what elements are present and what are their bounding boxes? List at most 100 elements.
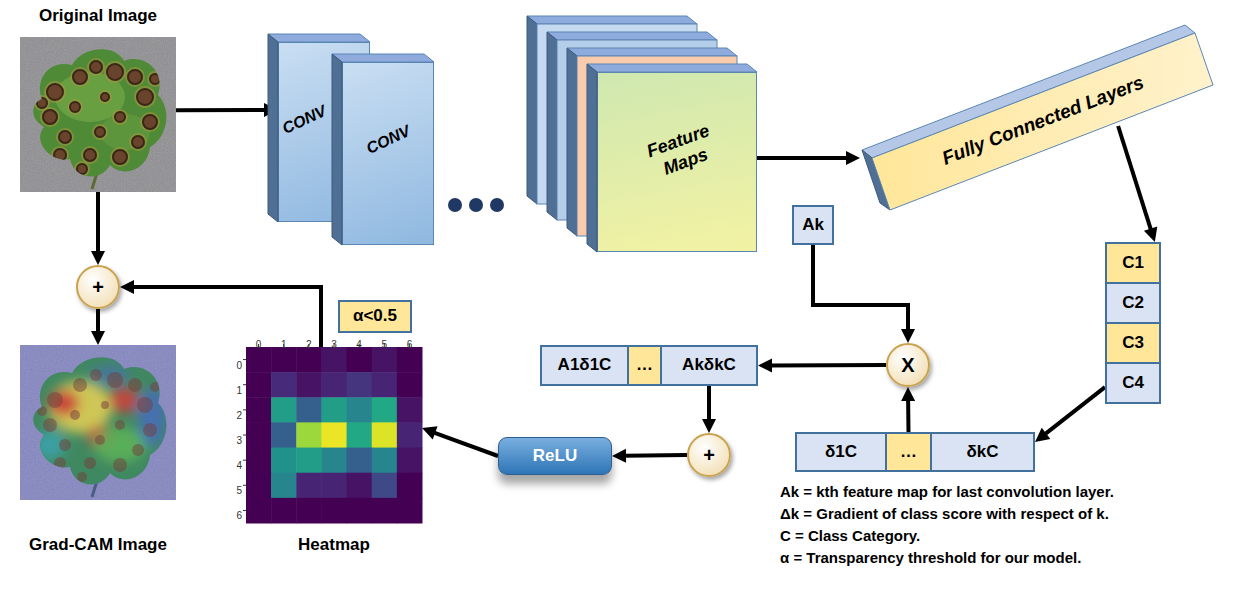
threshold-box: α<0.5 bbox=[338, 300, 412, 333]
note-text: Δk = Gradient of class score with respec… bbox=[780, 505, 1109, 522]
axis-tick: 1 bbox=[281, 339, 287, 350]
heatmap-cell bbox=[296, 448, 322, 474]
flow-arrow bbox=[612, 449, 687, 463]
axis-tick: 6 bbox=[407, 339, 413, 350]
node-label: C4 bbox=[1122, 373, 1144, 393]
heatmap-cell bbox=[271, 347, 297, 373]
heatmap-cell bbox=[397, 422, 423, 448]
heatmap-cell bbox=[397, 372, 423, 398]
tick-mark bbox=[243, 460, 246, 461]
node-label: δ1C bbox=[825, 442, 857, 462]
heatmap-cell bbox=[271, 397, 297, 423]
arrow-head bbox=[91, 251, 105, 265]
leaf-lesion bbox=[107, 64, 123, 80]
heatmap-cell bbox=[321, 448, 347, 474]
weighted-map-cell: … bbox=[627, 345, 662, 386]
arrow-head bbox=[612, 449, 626, 463]
flow-arrow bbox=[702, 386, 716, 433]
heatmap-cell bbox=[372, 448, 398, 474]
heatmap-cell bbox=[271, 448, 297, 474]
leaf-lesion-halo bbox=[111, 148, 129, 166]
heatmap-cell bbox=[372, 397, 398, 423]
leaf-lesion bbox=[115, 112, 125, 122]
heatmap-cell bbox=[296, 372, 322, 398]
heatmap-cell bbox=[347, 372, 373, 398]
node-label: Ak bbox=[802, 215, 824, 235]
leaf-lesion-halo bbox=[71, 68, 89, 86]
feature-map-box: Ak bbox=[792, 205, 834, 245]
flow-arrow bbox=[176, 103, 278, 117]
image-panel: Grad-CAM Image bbox=[20, 345, 176, 555]
slab-side bbox=[567, 48, 577, 236]
relu-box: ReLU bbox=[498, 437, 612, 475]
slab-side bbox=[527, 16, 537, 204]
node-label: Original Image bbox=[39, 6, 157, 26]
leaf-lesion bbox=[59, 131, 71, 143]
heatmap-cell bbox=[246, 347, 272, 373]
heatmap-cell bbox=[246, 498, 272, 524]
gradcam-photo bbox=[20, 345, 176, 500]
arrow-head bbox=[120, 280, 134, 294]
flow-arrow bbox=[1035, 387, 1105, 442]
heatmap-cell bbox=[321, 397, 347, 423]
heatmap-grid bbox=[243, 344, 423, 524]
heatmap-cell bbox=[397, 448, 423, 474]
heatmap-cell bbox=[372, 498, 398, 524]
note-text: α = Transparency threshold for our model… bbox=[780, 549, 1081, 566]
label-slot: Δk = Gradient of class score with respec… bbox=[780, 504, 1220, 523]
leaf-lesion-halo bbox=[57, 129, 73, 145]
leaf-lesion-halo bbox=[35, 96, 49, 110]
flow-arrow bbox=[901, 387, 915, 432]
gradient-cell: δ1C bbox=[795, 432, 887, 472]
class-cell: C2 bbox=[1105, 282, 1161, 324]
heatmap-cell bbox=[397, 397, 423, 423]
axis-tick: 2 bbox=[306, 339, 312, 350]
label-slot: 5 bbox=[228, 479, 242, 498]
leaf-photo bbox=[20, 37, 176, 192]
connector-line bbox=[96, 309, 100, 333]
label-slot: 4 bbox=[228, 454, 242, 473]
feature-maps: Feature Maps bbox=[597, 72, 757, 252]
heatmap-cell bbox=[347, 498, 373, 524]
arrow-head bbox=[91, 331, 105, 345]
connector-line bbox=[757, 156, 848, 160]
heatmap-cell bbox=[347, 473, 373, 499]
heatmap-cell bbox=[246, 448, 272, 474]
flow-arrow bbox=[120, 280, 321, 347]
label-slot: 5 bbox=[375, 333, 393, 352]
node-label: δkC bbox=[966, 442, 998, 462]
heatmap-cell bbox=[321, 498, 347, 524]
heatmap-cell bbox=[347, 347, 373, 373]
arrow-head bbox=[846, 151, 860, 165]
node-label: ReLU bbox=[533, 446, 577, 466]
label-slot: 3 bbox=[325, 333, 343, 352]
node-label: Fully Connected Layers bbox=[939, 72, 1147, 171]
leaf-lesion bbox=[43, 110, 57, 124]
heatmap-cell bbox=[372, 422, 398, 448]
flow-arrow bbox=[422, 426, 498, 456]
node-label: … bbox=[900, 442, 917, 462]
tick-mark bbox=[243, 510, 246, 511]
heatmap-cell bbox=[347, 448, 373, 474]
node-label: AkδkC bbox=[682, 355, 736, 375]
fc-layer-bar bbox=[862, 25, 1213, 210]
label-slot: α = Transparency threshold for our model… bbox=[780, 548, 1220, 567]
heatmap-cell bbox=[321, 347, 347, 373]
connector-line bbox=[1044, 387, 1105, 434]
leaf-lesion-halo bbox=[113, 110, 127, 124]
heatmap-cell bbox=[246, 372, 272, 398]
sum-circle: + bbox=[687, 433, 731, 477]
heatmap-cell bbox=[347, 397, 373, 423]
connector-line bbox=[624, 453, 687, 458]
image-panel: Original Image bbox=[20, 6, 176, 192]
leaf-lesion-halo bbox=[126, 68, 144, 86]
connector-line bbox=[813, 245, 908, 331]
flow-arrow bbox=[813, 245, 915, 343]
heatmap-cell bbox=[296, 347, 322, 373]
leaf-lesion-halo bbox=[148, 72, 162, 86]
leaf-lesion bbox=[73, 70, 87, 84]
arrow-head bbox=[758, 358, 772, 372]
leaf-lesion bbox=[47, 84, 63, 100]
slab-top bbox=[527, 16, 697, 24]
leaf-lesion-halo bbox=[135, 87, 155, 107]
